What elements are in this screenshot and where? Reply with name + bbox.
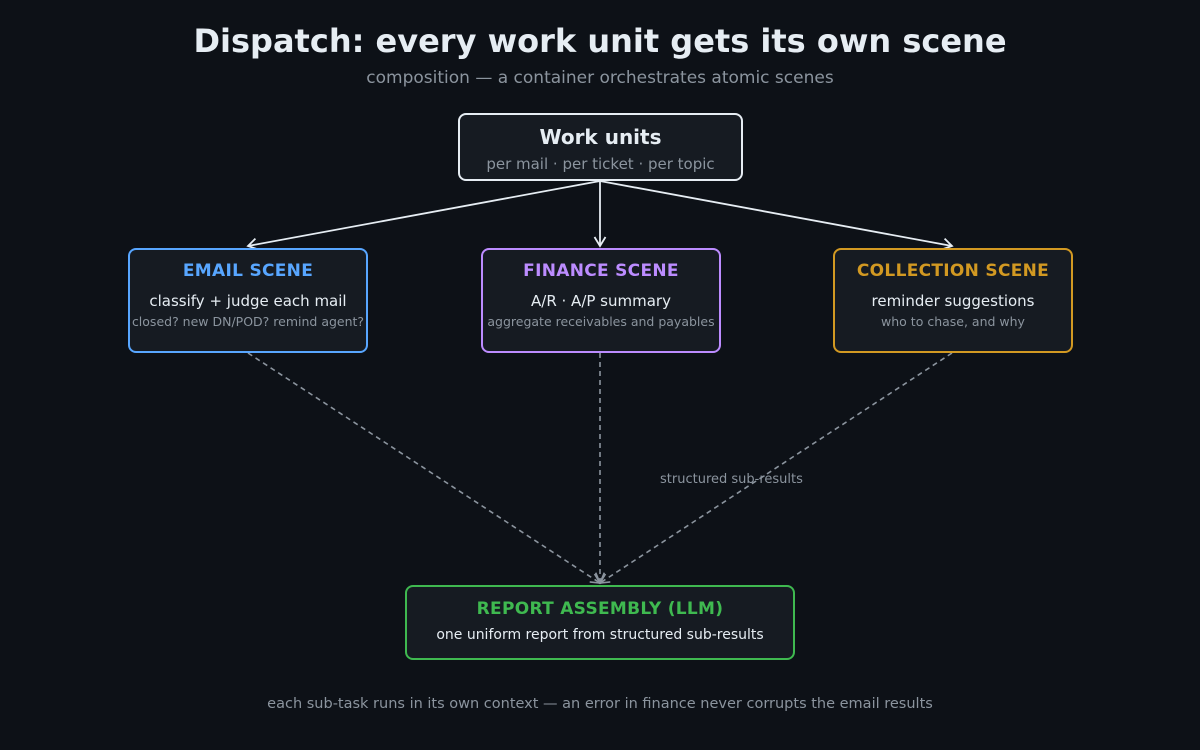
work-units-title: Work units (539, 125, 662, 149)
work-units-detail: per mail · per ticket · per topic (486, 155, 715, 173)
diagram-footnote: each sub-task runs in its own context — … (267, 696, 933, 712)
email-scene-summary: classify + judge each mail (149, 292, 347, 310)
edge-work-to-email (247, 180, 601, 247)
finance-scene-node: FINANCE SCENE A/R · A/P summary aggregat… (481, 248, 721, 353)
finance-scene-summary: A/R · A/P summary (531, 292, 671, 310)
edge-work-to-collection (599, 180, 953, 247)
finance-scene-detail: aggregate receivables and payables (487, 314, 715, 329)
report-assembly-summary: one uniform report from structured sub-r… (436, 627, 764, 643)
report-assembly-node: REPORT ASSEMBLY (LLM) one uniform report… (405, 585, 795, 660)
collection-scene-title: COLLECTION SCENE (856, 261, 1050, 281)
report-assembly-title: REPORT ASSEMBLY (LLM) (476, 599, 724, 619)
diagram-title: Dispatch: every work unit gets its own s… (193, 22, 1007, 60)
collection-scene-summary: reminder suggestions (871, 292, 1035, 310)
collection-scene-node: COLLECTION SCENE reminder suggestions wh… (833, 248, 1073, 353)
edge-work-to-finance-arrowhead (593, 236, 607, 248)
finance-scene-title: FINANCE SCENE (523, 261, 679, 281)
email-scene-node: EMAIL SCENE classify + judge each mail c… (128, 248, 368, 353)
edge-label-structured-sub-results: structured sub-results (660, 472, 803, 487)
edge-collection-to-report (599, 352, 953, 584)
collection-scene-detail: who to chase, and why (881, 314, 1025, 329)
edge-email-to-report (247, 352, 601, 584)
email-scene-detail: closed? new DN/POD? remind agent? (131, 314, 365, 329)
email-scene-title: EMAIL SCENE (182, 261, 314, 281)
edge-collection-to-report-arrowhead (598, 572, 611, 584)
work-units-node: Work units per mail · per ticket · per t… (458, 113, 743, 181)
diagram-subtitle: composition — a container orchestrates a… (366, 68, 834, 88)
